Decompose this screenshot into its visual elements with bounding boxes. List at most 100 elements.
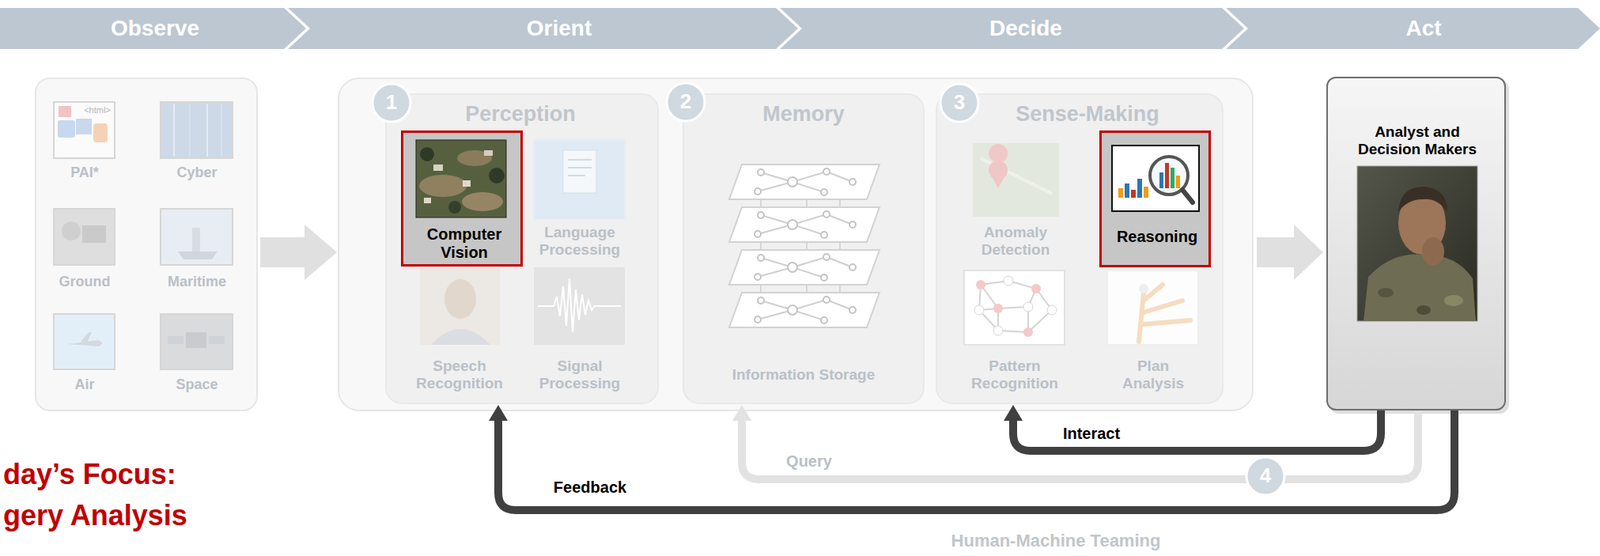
block-arrow xyxy=(260,224,337,280)
group-caption: Human-Machine Teaming xyxy=(897,530,1215,551)
capability-item: Plan Analysis xyxy=(1101,264,1205,396)
language-image xyxy=(567,174,586,177)
air-icon xyxy=(80,332,92,343)
language-image xyxy=(563,150,597,193)
reasoning-image xyxy=(1182,189,1193,203)
node-text: Analyst and Decision Makers xyxy=(1346,123,1489,159)
chevron-shape xyxy=(287,7,799,50)
node-text: Language Processing xyxy=(532,223,628,259)
pai-icon xyxy=(58,105,72,118)
memory-graph xyxy=(839,181,841,311)
cyber-icon xyxy=(173,103,175,157)
pattern-image xyxy=(964,270,1065,345)
phase-chevron: Orient xyxy=(287,7,799,50)
cyber-icon xyxy=(206,103,209,157)
speech-image xyxy=(431,329,491,345)
connector-line xyxy=(498,410,1455,511)
pattern-image xyxy=(1003,276,1014,286)
signal-image xyxy=(533,267,625,345)
node-text: Cyber xyxy=(157,164,237,182)
orient-decide-panel xyxy=(683,94,924,404)
air-icon xyxy=(53,313,115,370)
feedback-connector xyxy=(1003,404,1381,451)
memory-graph xyxy=(729,249,880,285)
plan-image xyxy=(1138,283,1149,294)
language-image xyxy=(567,166,592,169)
analyst-panel xyxy=(1326,76,1510,414)
node-text: Plan Analysis xyxy=(1105,357,1201,393)
capability-item: Signal Processing xyxy=(524,264,629,396)
node-text: Signal Processing xyxy=(532,357,628,393)
pattern-image xyxy=(993,325,1003,336)
maritime-icon xyxy=(192,227,201,252)
feedback-connector xyxy=(732,404,1419,480)
reasoning-image xyxy=(1124,183,1130,198)
analyst-photo xyxy=(1422,237,1445,266)
pattern-image xyxy=(1031,283,1041,294)
node-text: Maritime xyxy=(157,273,237,291)
connector-line xyxy=(1013,410,1381,451)
node-text: Anomaly Detection xyxy=(968,223,1063,259)
source-icon: Cyber xyxy=(156,98,238,185)
node-text: Speech Recognition xyxy=(412,357,507,393)
node-text: Orient xyxy=(472,15,647,42)
computer-vision-image xyxy=(400,130,523,267)
pai-icon xyxy=(53,102,115,159)
memory-graph xyxy=(729,292,880,328)
language-image xyxy=(533,139,625,220)
memory-graph xyxy=(729,207,880,243)
node-text: Act xyxy=(1336,15,1511,42)
reasoning-image xyxy=(1137,178,1143,198)
signal-image xyxy=(533,267,625,345)
ground-icon xyxy=(53,208,115,265)
actor-box: Analyst and Decision Makers xyxy=(1326,76,1506,411)
analyst-photo xyxy=(1363,254,1476,322)
signal-image xyxy=(537,278,621,333)
node-text: Memory xyxy=(708,102,899,127)
anomaly-image xyxy=(972,143,1060,217)
highlight-box: Reasoning xyxy=(1099,130,1211,268)
language-image xyxy=(533,139,625,220)
maritime-icon xyxy=(160,208,233,265)
pai-icon xyxy=(75,118,92,135)
stage-panel: PerceptionComputer VisionLanguage Proces… xyxy=(385,94,659,404)
phase-chevron: Act xyxy=(1225,7,1600,50)
memory-graph xyxy=(760,181,762,311)
analyst-photo xyxy=(1357,166,1478,322)
stage-panel: Sense-MakingAnomaly DetectionReasoningPa… xyxy=(936,94,1223,404)
pattern-image xyxy=(1023,302,1033,312)
node-text: Air xyxy=(49,376,121,394)
arrow-head xyxy=(732,404,752,421)
pattern-image xyxy=(1023,327,1033,337)
plan-image xyxy=(1107,270,1199,345)
pattern-image xyxy=(993,303,1003,314)
node-text: Information Storage xyxy=(692,366,915,384)
ground-icon xyxy=(61,221,81,241)
memory-graph xyxy=(729,164,880,328)
observe-panel xyxy=(35,78,258,411)
anomaly-image xyxy=(972,143,1060,217)
node-text: Space xyxy=(157,376,237,394)
reasoning-image xyxy=(1159,172,1164,189)
capability-item: Anomaly Detection xyxy=(963,135,1068,262)
source-icon: Maritime xyxy=(156,204,238,291)
computer-vision-image xyxy=(462,180,471,187)
feedback-connector xyxy=(488,404,1455,511)
source-icon: Space xyxy=(156,310,238,396)
ground-icon xyxy=(53,208,115,265)
highlight-box: Computer Vision xyxy=(400,130,523,267)
analyst-photo xyxy=(1398,186,1448,212)
node-text: Observe xyxy=(68,15,243,42)
analyst-photo xyxy=(1416,305,1431,315)
speech-image xyxy=(444,279,477,319)
observe-panel xyxy=(35,78,258,411)
edge-label: Query xyxy=(761,452,857,471)
focus-note: gery Analysis xyxy=(3,499,257,532)
computer-vision-image xyxy=(461,192,504,212)
reasoning-image xyxy=(1099,130,1211,268)
step-circle xyxy=(372,83,979,122)
step-circle xyxy=(940,83,979,122)
step-circle xyxy=(372,83,411,122)
